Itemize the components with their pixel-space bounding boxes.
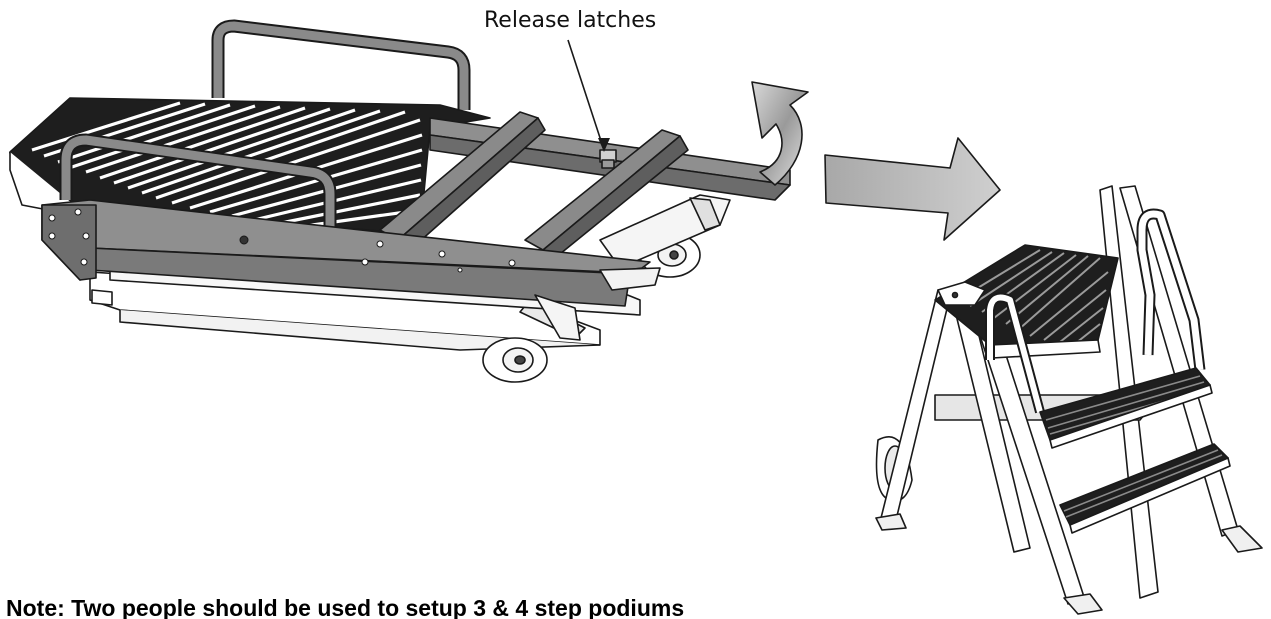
transition-block-arrow: [824, 137, 1001, 241]
release-latch-marker: [599, 149, 617, 169]
deployed-podium-illustration: [875, 185, 1263, 615]
callout-leader-line: [567, 39, 605, 151]
collapsed-podium-illustration: [9, 19, 791, 383]
release-latches-label: Release latches: [484, 8, 657, 33]
deployed-platform-slats: [957, 249, 1109, 344]
callout-arrowhead: [598, 138, 610, 152]
rotate-curved-arrow: [751, 81, 809, 186]
caster-wheel-front: [482, 337, 548, 383]
setup-note: Note: Two people should be used to setup…: [6, 595, 685, 619]
